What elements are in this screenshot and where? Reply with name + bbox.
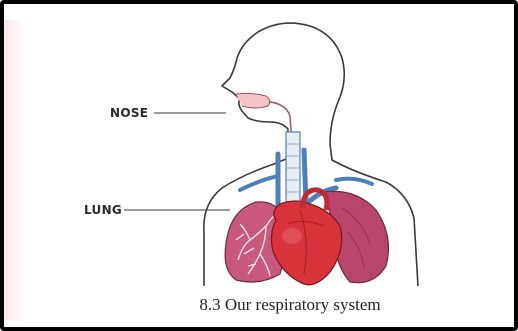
nasal-cavity [236,93,270,108]
figure-caption: 8.3 Our respiratory system [140,295,440,315]
lung-label: LUNG [84,203,122,217]
trachea [286,132,300,206]
respiratory-system-illustration [4,4,514,294]
nose-label: NOSE [110,106,148,120]
